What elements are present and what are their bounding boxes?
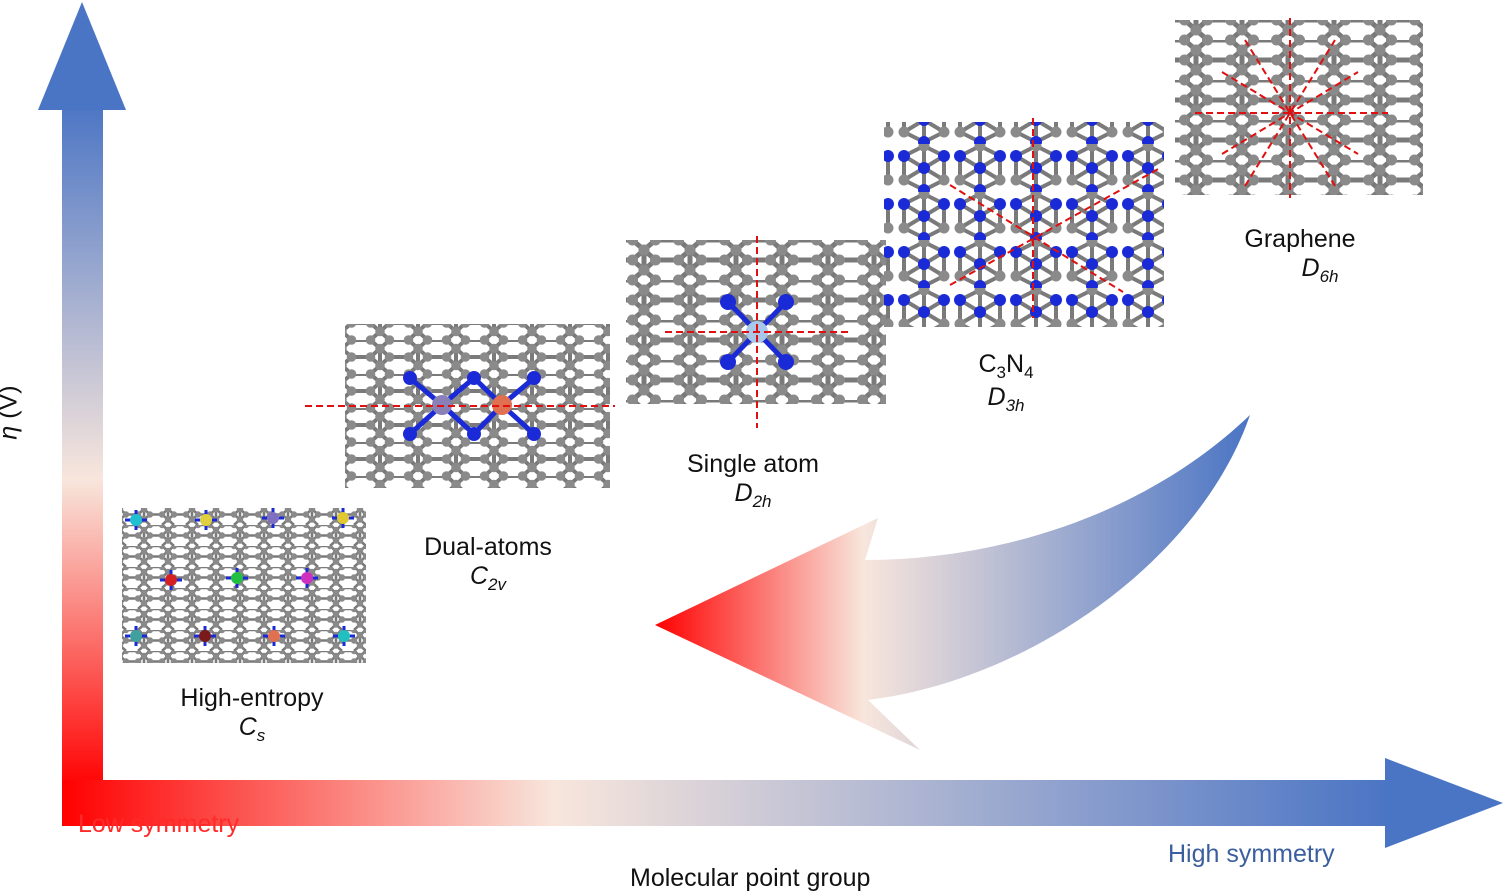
structure-c3n4 [884,118,1164,327]
structure-dual-atoms [305,324,615,488]
name-dual-atoms: Dual-atoms [424,533,552,561]
x-axis-arrowhead [1385,758,1503,848]
point-group-high-entropy: Cs [238,712,266,745]
label-c3n4: C3N4 D3h [906,350,1106,415]
curved-arrow [655,415,1250,750]
x-axis-label: Molecular point group [630,864,871,892]
low-symmetry-label: Low symmetry [78,810,240,838]
point-group-single-atom: D2h [734,478,772,511]
label-single-atom: Single atom D2h [653,450,853,511]
y-axis-shaft [62,100,103,790]
point-group-graphene: D6h [1301,253,1339,286]
point-group-dual-atoms: C2v [469,561,507,594]
y-axis-symbol: η [0,426,23,440]
high-symmetry-label: High symmetry [1168,840,1335,868]
y-axis-label: η (V) [0,385,24,439]
label-dual-atoms: Dual-atoms C2v [388,533,588,594]
name-single-atom: Single atom [686,450,820,478]
structure-high-entropy [122,508,366,663]
structure-single-atom [626,236,886,428]
name-high-entropy: High-entropy [180,684,324,712]
name-c3n4: C3N4 [978,350,1034,382]
name-graphene: Graphene [1244,225,1356,253]
label-graphene: Graphene D6h [1200,225,1400,286]
y-axis-unit: (V) [0,385,23,419]
point-group-c3n4: D3h [987,382,1025,415]
label-high-entropy: High-entropy Cs [152,684,352,745]
x-axis-shaft [62,780,1392,826]
structure-graphene [1175,18,1423,198]
y-axis-arrowhead [38,2,126,110]
